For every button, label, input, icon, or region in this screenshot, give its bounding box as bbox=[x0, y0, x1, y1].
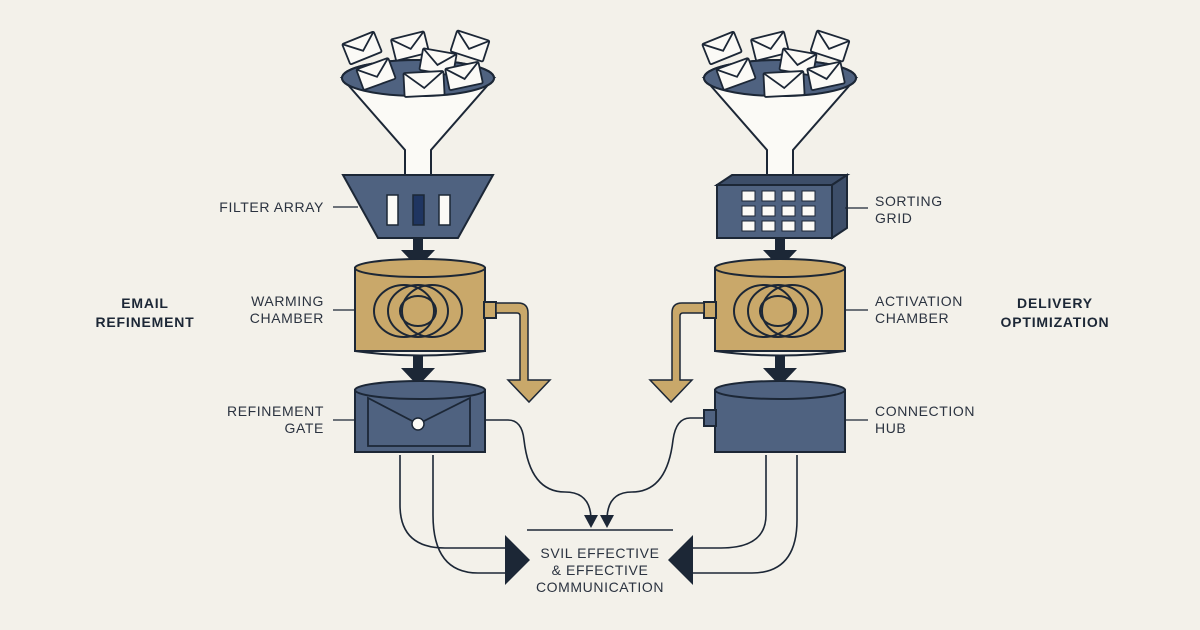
label-warming-chamber: WARMING CHAMBER bbox=[249, 293, 324, 326]
arrow-down bbox=[763, 238, 797, 268]
arrow-down bbox=[401, 356, 435, 386]
filter-array bbox=[341, 174, 495, 239]
arrow-down bbox=[401, 238, 435, 268]
section-label-email-refinement: EMAIL REFINEMENT bbox=[95, 295, 195, 330]
overflow-arrow-left bbox=[495, 302, 552, 404]
label-sorting-grid: SORTING GRID bbox=[875, 193, 943, 226]
connection-hub bbox=[703, 380, 846, 453]
sorting-grid bbox=[713, 173, 851, 240]
section-label-delivery-optimization: DELIVERY OPTIMIZATION bbox=[1000, 295, 1110, 330]
label-output: SVIL EFFECTIVE & EFFECTIVE COMMUNICATION bbox=[535, 545, 665, 595]
refinement-gate bbox=[354, 380, 486, 453]
leader-lines bbox=[333, 206, 868, 421]
label-filter-array: FILTER ARRAY bbox=[219, 199, 324, 215]
label-activation-chamber: ACTIVATION CHAMBER bbox=[875, 293, 963, 326]
overflow-arrow-right bbox=[648, 302, 705, 404]
label-refinement-gate: REFINEMENT GATE bbox=[227, 403, 324, 436]
connector-lines bbox=[399, 417, 798, 574]
convergence-arrows bbox=[505, 515, 693, 585]
label-connection-hub: CONNECTION HUB bbox=[875, 403, 976, 436]
warming-chamber bbox=[354, 258, 497, 357]
arrow-down bbox=[763, 356, 797, 386]
activation-chamber bbox=[703, 258, 846, 357]
